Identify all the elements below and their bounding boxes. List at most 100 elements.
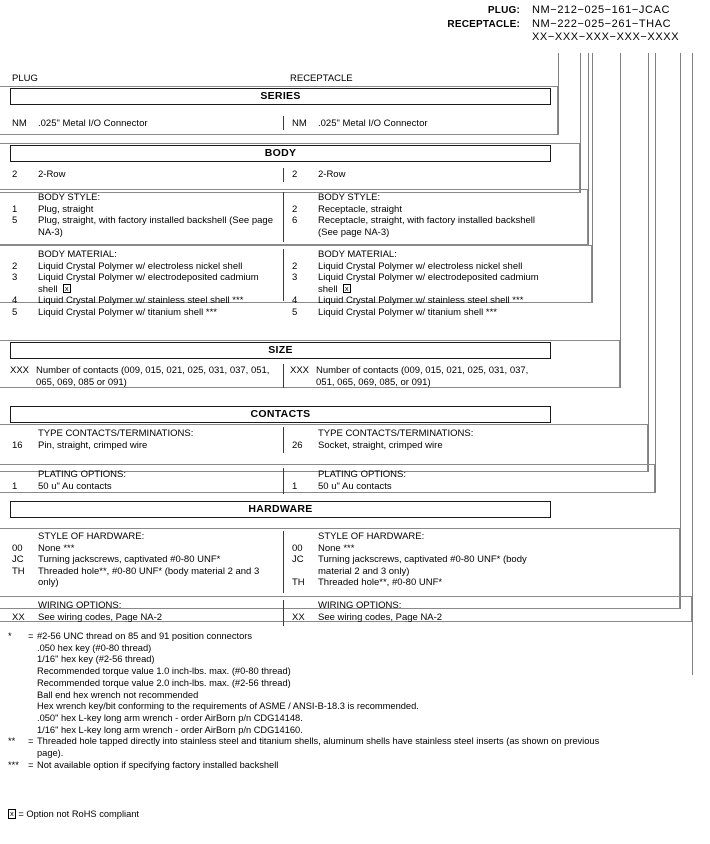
option-block-hardware-style-receptacle: STYLE OF HARDWARE: 00 None *** JC Turnin… (292, 531, 548, 589)
option-desc: Number of contacts (009, 015, 021, 025, … (316, 365, 529, 388)
footnote-equals: = (28, 736, 34, 747)
option-desc: 2-Row (318, 169, 346, 180)
option-block-wiring-plug: WIRING OPTIONS: XX See wiring codes, Pag… (12, 600, 280, 623)
split-size (283, 364, 284, 388)
option-desc: 50 u" Au contacts (38, 480, 112, 492)
option-code: 2 (292, 260, 298, 272)
footnote-equals: = (28, 631, 34, 641)
leader-line-wiring (692, 53, 693, 675)
part-number-block: PLUG: NM−212−025−161−JCAC RECEPTACLE: NM… (402, 4, 710, 45)
option-block-body-material-receptacle: BODY MATERIAL: 2 Liquid Crystal Polymer … (292, 249, 548, 319)
footnote-text: #2-56 UNC thread on 85 and 91 position c… (37, 631, 252, 641)
option-desc: Receptacle, straight (318, 203, 402, 215)
option-desc: See wiring codes, Page NA-2 (318, 611, 443, 623)
footnotes: * = #2-56 UNC thread on 85 and 91 positi… (8, 631, 608, 771)
option-desc: Pin, straight, crimped wire (38, 439, 148, 451)
option-code: 4 (292, 295, 298, 307)
option-block-plating-receptacle: PLATING OPTIONS: 1 50 u" Au contacts (292, 469, 548, 492)
option-code: 5 (292, 306, 298, 318)
option-block-contacts-type-plug: TYPE CONTACTS/TERMINATIONS: 16 Pin, stra… (12, 428, 280, 451)
option-desc: Liquid Crystal Polymer w/ titanium shell… (318, 306, 497, 318)
frame-contacts-type (0, 424, 648, 472)
frame-series (0, 86, 558, 135)
section-title-series: SERIES (10, 88, 551, 105)
option-code: 4 (12, 295, 18, 307)
rohs-legend: x = Option not RoHS compliant (8, 809, 139, 819)
footnote-subline: 1/16" hex L-key long arm wrench - order … (37, 724, 303, 735)
option-code: 3 (292, 272, 298, 284)
part-number-value-receptacle: NM−222−025−261−THAC (532, 17, 672, 30)
leader-line-size (620, 53, 621, 388)
option-desc: Threaded hole**, #0-80 UNF* (318, 577, 443, 589)
part-number-label-plug: PLUG: (487, 5, 520, 16)
option-desc: 50 u" Au contacts (318, 480, 392, 492)
option-block-body-row-receptacle: 2 2-Row (292, 169, 542, 181)
option-block-body-style-plug: BODY STYLE: 1 Plug, straight 5 Plug, str… (12, 192, 280, 238)
option-group-header: BODY MATERIAL: (38, 249, 117, 260)
split-body-style (283, 192, 284, 242)
split-wiring (283, 600, 284, 626)
leader-line-hardware-style (680, 53, 681, 609)
rohs-legend-text: = Option not RoHS compliant (18, 809, 140, 819)
option-group-header: STYLE OF HARDWARE: (318, 531, 425, 542)
option-desc: Liquid Crystal Polymer w/ electroless ni… (318, 260, 523, 272)
option-desc: .025" Metal I/O Connector (38, 118, 148, 129)
footnote-subline: Hex wrench key/bit conforming to the req… (37, 701, 419, 712)
option-group-header: TYPE CONTACTS/TERMINATIONS: (318, 428, 474, 439)
option-desc: Plug, straight (38, 203, 94, 215)
option-code: 1 (12, 203, 18, 215)
option-block-plating-plug: PLATING OPTIONS: 1 50 u" Au contacts (12, 469, 280, 492)
frame-body-style (0, 189, 588, 245)
option-code: 1 (12, 480, 18, 492)
part-number-value-template: XX−XXX−XXX−XXX−XXXX (532, 31, 680, 43)
footnote-sublines: .050 hex key (#0-80 thread) 1/16" hex ke… (37, 643, 608, 737)
option-code: 00 (12, 542, 23, 554)
option-code: XX (292, 611, 305, 623)
option-desc: Liquid Crystal Polymer w/ stainless stee… (318, 295, 524, 307)
option-group-header: WIRING OPTIONS: (318, 600, 402, 611)
option-desc: Liquid Crystal Polymer w/ electrodeposit… (38, 272, 259, 295)
frame-body-row (0, 143, 580, 193)
option-code: 5 (12, 215, 18, 227)
option-block-series-plug: NM .025" Metal I/O Connector (12, 118, 277, 130)
footnote-subline: .050" hex L-key long arm wrench - order … (37, 712, 303, 723)
footnote-subline: Recommended torque value 2.0 inch-lbs. m… (37, 677, 291, 688)
option-code: JC (292, 554, 304, 566)
footnote-text: Not available option if specifying facto… (37, 759, 279, 770)
option-block-body-style-receptacle: BODY STYLE: 2 Receptacle, straight 6 Rec… (292, 192, 548, 238)
leader-line-body-style (588, 53, 589, 245)
column-caption-receptacle: RECEPTACLE (290, 73, 353, 84)
option-group-header: PLATING OPTIONS: (38, 469, 126, 480)
option-desc: See wiring codes, Page NA-2 (38, 611, 163, 623)
part-number-row-receptacle: RECEPTACLE: NM−222−025−261−THAC (402, 18, 710, 30)
split-plating (283, 468, 284, 494)
option-code: 5 (12, 306, 18, 318)
option-desc: Turning jackscrews, captivated #0-80 UNF… (318, 554, 527, 577)
leader-line-contacts-type (648, 53, 649, 472)
option-desc: Plug, straight, with factory installed b… (38, 215, 273, 238)
rohs-box-icon: x (62, 283, 71, 294)
option-desc: Socket, straight, crimped wire (318, 439, 443, 451)
option-block-wiring-receptacle: WIRING OPTIONS: XX See wiring codes, Pag… (292, 600, 548, 623)
option-desc: Turning jackscrews, captivated #0-80 UNF… (38, 554, 221, 566)
option-desc: None *** (38, 542, 75, 554)
option-block-body-material-plug: BODY MATERIAL: 2 Liquid Crystal Polymer … (12, 249, 280, 319)
option-code: 2 (292, 169, 298, 180)
option-desc-rohs: Liquid Crystal Polymer w/ electrodeposit… (38, 272, 280, 295)
option-code: XXX (10, 365, 30, 376)
option-code: 3 (12, 272, 18, 284)
option-group-header: TYPE CONTACTS/TERMINATIONS: (38, 428, 194, 439)
option-code: XX (12, 611, 25, 623)
section-title-body: BODY (10, 145, 551, 162)
footnote-double-asterisk: ** = Threaded hole tapped directly into … (8, 736, 608, 759)
option-group-header: BODY STYLE: (38, 192, 101, 203)
option-group-header: STYLE OF HARDWARE: (38, 531, 145, 542)
footnote-single-asterisk: * = #2-56 UNC thread on 85 and 91 positi… (8, 631, 608, 643)
leader-line-series (558, 53, 559, 135)
part-number-row-plug: PLUG: NM−212−025−161−JCAC (402, 4, 710, 16)
part-number-row-template: XX−XXX−XXX−XXX−XXXX (402, 31, 710, 43)
footnote-marker: *** (8, 759, 19, 770)
option-group-header: PLATING OPTIONS: (318, 469, 406, 480)
footnote-equals: = (28, 759, 34, 770)
option-code: 26 (292, 439, 303, 451)
